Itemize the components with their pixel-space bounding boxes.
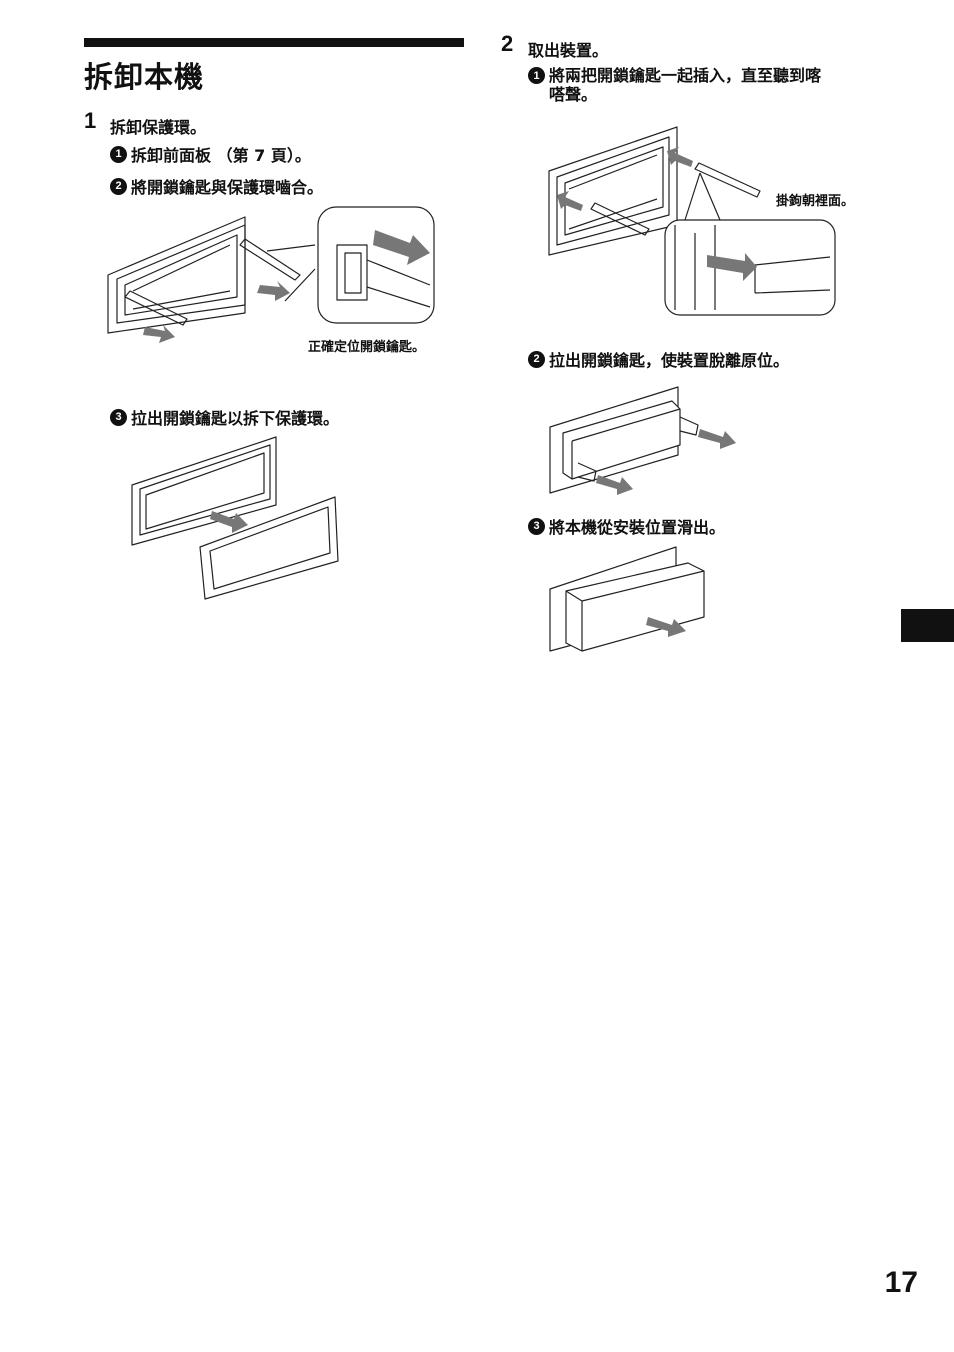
step-2-substep-1-line-1: 將兩把開鎖鑰匙一起插入，直至聽到喀 [549, 66, 822, 85]
step-1-text: 拆卸保護環。 [110, 118, 207, 137]
step-2-number: 2 [501, 31, 514, 56]
step-2-substep-2-text: 拉出開鎖鑰匙，使裝置脫離原位。 [549, 351, 790, 370]
section-title-bar [84, 38, 464, 47]
step-1-substep-3: 3 拉出開鎖鑰匙以拆下保護環。 [110, 405, 339, 429]
step-2-substep-1: 1 將兩把開鎖鑰匙一起插入，直至聽到喀 嗒聲。 [528, 66, 821, 104]
step-2-substep-3: 3 將本機從安裝位置滑出。 [528, 514, 725, 538]
step-1-caption: 正確定位開鎖鑰匙。 [308, 340, 426, 355]
page-number: 17 [884, 1266, 918, 1299]
step-1-substep-1: 1 拆卸前面板 （第 7 頁）。 [110, 142, 311, 166]
section-title: 拆卸本機 [84, 60, 205, 94]
step-2-substep-3-text: 將本機從安裝位置滑出。 [549, 518, 726, 537]
language-tab-marker [901, 609, 954, 642]
circled-number-1-icon: 1 [110, 145, 127, 163]
circled-number-3-icon: 3 [110, 408, 127, 426]
circled-number-1-icon: 1 [528, 67, 545, 84]
step-1-substep-1-text: 拆卸前面板 （第 7 頁）。 [131, 146, 311, 165]
step-2-text: 取出裝置。 [528, 41, 609, 60]
step-2-substep-2: 2 拉出開鎖鑰匙，使裝置脫離原位。 [528, 347, 789, 371]
circled-number-2-icon: 2 [110, 177, 127, 195]
unit-release-illustration [549, 386, 736, 495]
step-2-caption: 掛鉤朝裡面。 [776, 194, 855, 209]
circled-number-3-icon: 3 [528, 517, 545, 535]
step-1-number: 1 [84, 108, 97, 133]
collar-removal-illustration [131, 436, 339, 600]
step-1-substep-2-text: 將開鎖鑰匙與保護環嚙合。 [131, 178, 324, 197]
unit-slide-out-illustration [549, 546, 705, 652]
step-1-substep-3-text: 拉出開鎖鑰匙以拆下保護環。 [131, 409, 340, 428]
release-key-engage-illustration [107, 206, 435, 343]
step-2-substep-1-line-2: 嗒聲。 [549, 85, 598, 104]
step-1-substep-2: 2 將開鎖鑰匙與保護環嚙合。 [110, 174, 323, 198]
key-insertion-illustration [548, 126, 836, 316]
circled-number-2-icon: 2 [528, 350, 545, 368]
